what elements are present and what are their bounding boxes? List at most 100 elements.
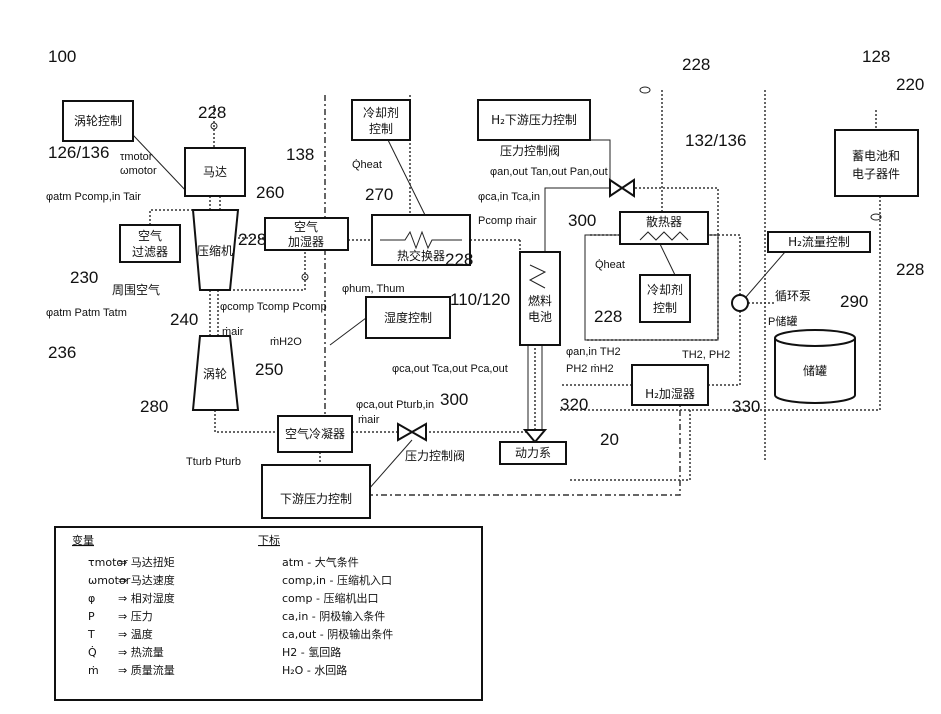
turbine-control-block: 涡轮控制 — [63, 101, 133, 141]
ref-20: 20 — [600, 430, 619, 449]
battery-label-1: 蓄电池和 — [852, 149, 900, 163]
var-ca-out: φca,out Tca,out Pca,out — [392, 363, 508, 375]
ref-228-a: 228 — [198, 103, 226, 122]
compressor-block: 压缩机 — [193, 210, 238, 290]
ref-230: 230 — [70, 268, 98, 287]
h2-downstream-pressure-control-label: H₂下游压力控制 — [491, 113, 577, 127]
air-filter-block: 空气 过滤器 — [120, 225, 180, 262]
legend-subscript: atm - 大气条件 — [282, 555, 359, 569]
ref-320: 320 — [560, 395, 588, 414]
turbine-label: 涡轮 — [203, 367, 227, 381]
air-condenser-block: 空气冷凝器 — [278, 416, 352, 452]
legend-var-symbol: T — [87, 628, 95, 641]
var-mair-2: ṁair — [358, 414, 380, 426]
compressor-label: 压缩机 — [197, 243, 233, 258]
var-ptank: P储罐 — [768, 314, 797, 328]
ref-126-136: 126/136 — [48, 143, 109, 162]
ref-300-a: 300 — [440, 390, 468, 409]
powertrain-block: 动力系 — [500, 442, 566, 464]
legend: 变量 下标 τmotor⇒ 马达扭矩 ωmotor⇒ 马达速度 φ⇒ 相对湿度 … — [55, 527, 482, 700]
tank-block: 储罐 — [775, 330, 855, 403]
sensor-228-top — [640, 87, 650, 93]
ref-228-e: 228 — [682, 55, 710, 74]
ref-240: 240 — [170, 310, 198, 329]
downstream-pressure-control-label: 下游压力控制 — [280, 492, 352, 506]
battery-label-2: 电子器件 — [852, 167, 900, 181]
coolant-control-top-label-2: 控制 — [369, 122, 393, 136]
h2-flow-control-block: H₂流量控制 — [768, 232, 870, 252]
h2-pressure-valve-label: 压力控制阀 — [500, 144, 560, 158]
legend-subscript: H₂O - 水回路 — [282, 664, 347, 677]
var-an-out: φan,out Tan,out Pan,out — [490, 166, 608, 178]
ref-220: 220 — [896, 75, 924, 94]
legend-var-symbol: P — [88, 610, 95, 623]
circulation-pump-icon — [732, 295, 748, 311]
radiator-label: 散热器 — [646, 214, 682, 229]
humidifier-label-1: 空气 — [294, 219, 318, 234]
legend-subscript: H2 - 氢回路 — [282, 645, 341, 659]
var-turb-in: φca,out Pturb,in — [356, 399, 434, 411]
ref-100: 100 — [48, 47, 76, 66]
ref-270: 270 — [365, 185, 393, 204]
var-mh2o: ṁH2O — [270, 336, 302, 348]
legend-var-symbol: Q̇ — [88, 646, 97, 659]
legend-subscript: ca,out - 阴极输出条件 — [282, 627, 393, 641]
legend-var-desc: ⇒ 马达速度 — [118, 573, 175, 587]
legend-var-desc: ⇒ 质量流量 — [118, 663, 175, 677]
ambient-air-label: 周围空气 — [112, 282, 160, 297]
ref-300-b: 300 — [568, 211, 596, 230]
var-turb: Tturb Pturb — [186, 456, 241, 468]
legend-var-symbol: ṁ — [88, 664, 99, 677]
legend-subscript: comp,in - 压缩机入口 — [282, 573, 392, 587]
var-omega-motor: ωmotor — [120, 165, 157, 177]
tank-label: 储罐 — [803, 363, 827, 378]
humidifier-label-2: 加湿器 — [288, 234, 324, 249]
ref-228-c: 228 — [445, 250, 473, 269]
coolant-control-label-2: 控制 — [653, 301, 677, 315]
radiator-block: 散热器 — [620, 212, 708, 244]
battery-electronics-block: 蓄电池和 电子器件 — [835, 130, 918, 196]
legend-var-desc: ⇒ 温度 — [118, 627, 153, 641]
coolant-control-label-1: 冷却剂 — [647, 282, 683, 297]
legend-subscripts-title: 下标 — [258, 533, 280, 547]
var-qheat: Q̇heat — [595, 258, 625, 271]
turbine-control-label: 涡轮控制 — [74, 114, 122, 128]
ref-260: 260 — [256, 183, 284, 202]
var-qheat-top: Q̇heat — [352, 158, 382, 171]
air-filter-label-1: 空气 — [138, 228, 162, 243]
coolant-control-top-block: 冷却剂 控制 — [352, 100, 410, 140]
ref-330: 330 — [732, 397, 760, 416]
legend-var-desc: ⇒ 马达扭矩 — [118, 555, 175, 569]
var-an-in-2: PH2 ṁH2 — [566, 363, 614, 375]
var-tau-motor: τmotor — [120, 151, 153, 163]
var-hum: φhum, Thum — [342, 283, 405, 295]
legend-variables-title: 变量 — [72, 533, 94, 547]
motor-block: 马达 — [185, 148, 245, 196]
heat-exchanger-label: 热交换器 — [397, 248, 445, 263]
ref-290: 290 — [840, 292, 868, 311]
pressure-valve — [398, 424, 426, 440]
ref-228-b: 228 — [238, 230, 266, 249]
humidifier-block: 空气 加湿器 — [265, 218, 348, 250]
var-an-in: φan,in TH2 — [566, 346, 621, 358]
ref-228-f: 228 — [896, 260, 924, 279]
air-filter-label-2: 过滤器 — [132, 245, 168, 259]
ref-236: 236 — [48, 343, 76, 362]
h2-pressure-valve — [610, 180, 634, 196]
legend-var-symbol: φ — [88, 592, 95, 605]
var-ca-in-2: Pcomp ṁair — [478, 215, 537, 227]
downstream-pressure-control-block: 下游压力控制 — [262, 465, 370, 518]
coolant-control-top-label-1: 冷却剂 — [363, 105, 399, 120]
humidity-control-block: 湿度控制 — [366, 297, 450, 338]
fuel-cell-label-2: 电池 — [528, 310, 552, 324]
legend-var-desc: ⇒ 相对湿度 — [118, 591, 175, 605]
h2-humidifier-label: H₂加湿器 — [645, 386, 695, 401]
air-condenser-label: 空气冷凝器 — [285, 426, 345, 441]
h2-humidifier-block: H₂加湿器 — [632, 365, 708, 405]
legend-var-desc: ⇒ 压力 — [118, 610, 153, 623]
turbine-block: 涡轮 — [193, 336, 238, 410]
ref-250: 250 — [255, 360, 283, 379]
h2-flow-control-label: H₂流量控制 — [788, 235, 850, 249]
